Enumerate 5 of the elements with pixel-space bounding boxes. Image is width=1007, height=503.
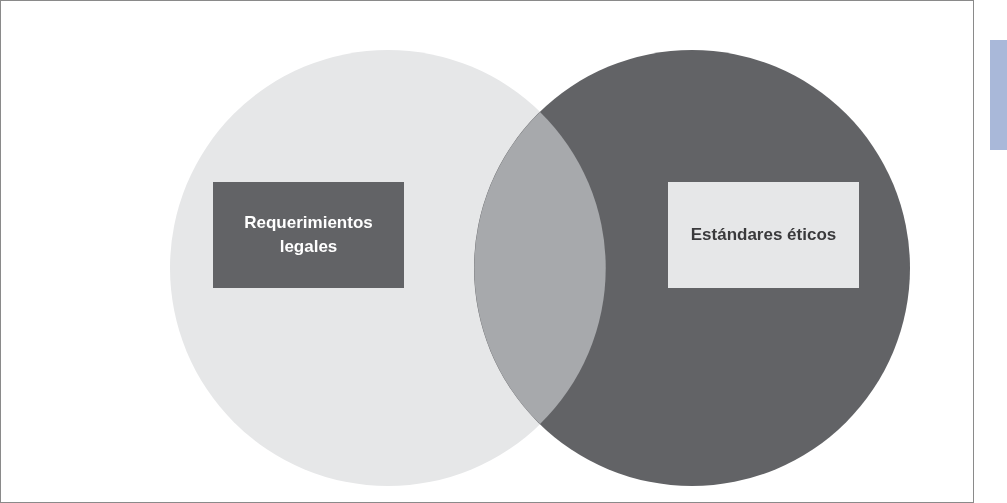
box-label: Requerimientos legales <box>243 212 374 258</box>
label-box <box>213 182 404 288</box>
side-tab <box>990 40 1007 150</box>
box-label: Estándares éticos <box>689 224 838 246</box>
label-box <box>668 182 859 288</box>
